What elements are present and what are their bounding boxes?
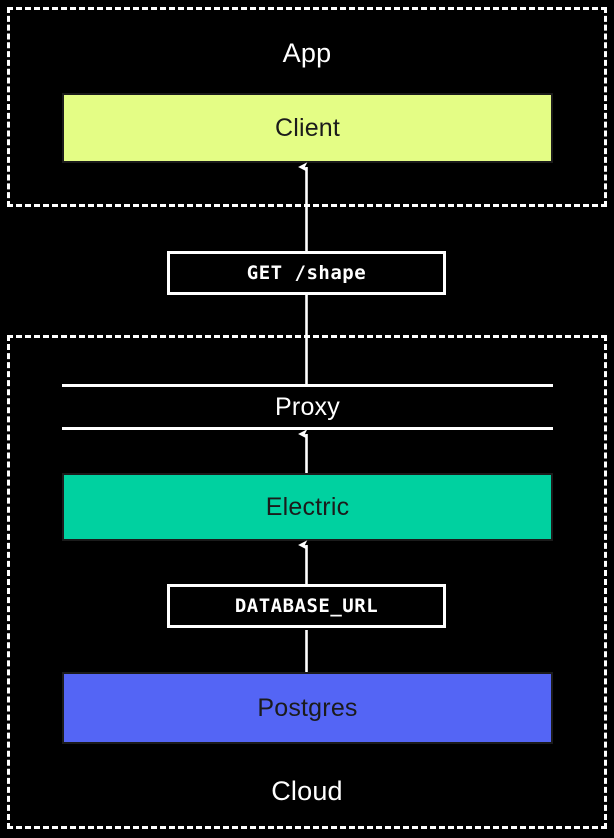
edge-label-database-url: DATABASE_URL: [167, 584, 446, 628]
group-cloud-label: Cloud: [271, 776, 343, 806]
node-client[interactable]: Client: [62, 93, 553, 163]
group-app-label: App: [282, 38, 332, 68]
edge-label-get-shape-text: GET /shape: [246, 262, 367, 284]
edge-label-get-shape: GET /shape: [167, 251, 446, 295]
edge-label-database-url-text: DATABASE_URL: [234, 595, 379, 617]
node-postgres-label: Postgres: [257, 693, 358, 722]
node-electric[interactable]: Electric: [62, 473, 553, 541]
node-postgres[interactable]: Postgres: [62, 672, 553, 744]
node-client-label: Client: [274, 113, 341, 142]
node-electric-label: Electric: [265, 492, 350, 521]
node-proxy-label: Proxy: [275, 392, 340, 421]
node-proxy[interactable]: Proxy: [62, 384, 553, 430]
